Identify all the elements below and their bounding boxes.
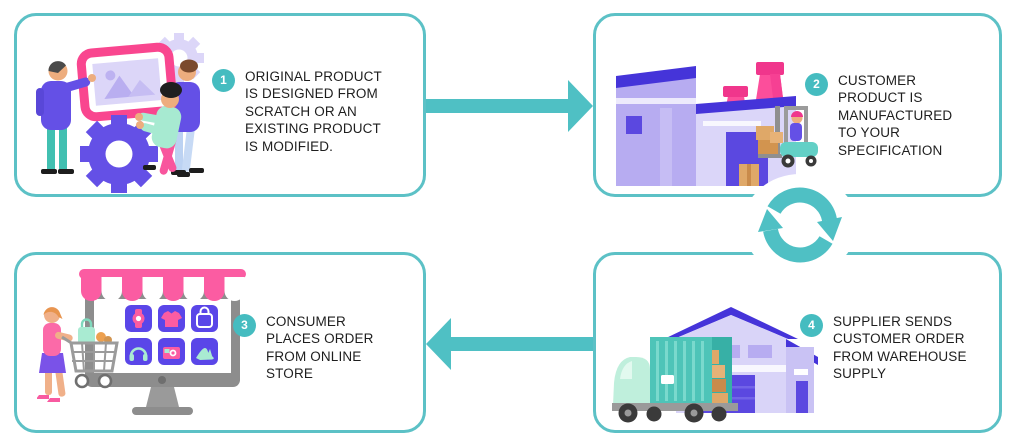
step-box-1: 1 ORIGINAL PRODUCT IS DESIGNED FROM SCRA… xyxy=(14,13,426,197)
arrow-right-icon xyxy=(426,80,593,132)
picture-frame-icon xyxy=(76,42,178,122)
person-left xyxy=(36,61,96,174)
heel-shoe-icon xyxy=(196,348,214,360)
step-box-2: 2 CUSTOMER PRODUCT IS MANUFACTURED TO YO… xyxy=(593,13,1002,197)
factory-illustration xyxy=(616,62,818,186)
step-text: CUSTOMER PRODUCT IS MANUFACTURED TO YOUR… xyxy=(838,73,953,158)
step-box-4: 4 SUPPLIER SENDS CUSTOMER ORDER FROM WAR… xyxy=(593,252,1002,433)
online-store-illustration xyxy=(37,269,246,415)
step-text: SUPPLIER SENDS CUSTOMER ORDER FROM WAREH… xyxy=(833,314,967,382)
step-text: ORIGINAL PRODUCT IS DESIGNED FROM SCRATC… xyxy=(245,69,382,154)
big-gear-icon xyxy=(80,115,158,193)
headphones-icon xyxy=(129,347,148,361)
shopper-icon xyxy=(37,307,73,402)
delivery-truck-icon xyxy=(612,337,738,423)
person-middle xyxy=(135,82,190,177)
step-number-badge: 4 xyxy=(800,314,823,337)
step-number-badge: 3 xyxy=(233,314,256,337)
warehouse-illustration xyxy=(612,307,818,423)
sync-loop-icon xyxy=(743,174,857,276)
forklift-icon xyxy=(756,106,818,168)
camera-icon xyxy=(163,347,180,359)
step-number-badge: 1 xyxy=(212,69,235,92)
step-text: CONSUMER PLACES ORDER FROM ONLINE STORE xyxy=(266,314,374,382)
factory-left-building xyxy=(616,66,696,186)
shopping-cart-icon xyxy=(61,318,119,389)
warehouse-annex xyxy=(786,339,818,413)
step-number-badge: 2 xyxy=(805,73,828,96)
watch-icon xyxy=(132,309,145,328)
awning-icon xyxy=(79,269,246,301)
design-team-illustration xyxy=(36,33,204,193)
bag-icon xyxy=(196,306,213,328)
step-box-3: 3 CONSUMER PLACES ORDER FROM ONLINE STOR… xyxy=(14,252,426,433)
arrow-left-icon xyxy=(426,318,593,370)
product-tiles xyxy=(125,305,218,365)
tshirt-icon xyxy=(161,311,182,327)
